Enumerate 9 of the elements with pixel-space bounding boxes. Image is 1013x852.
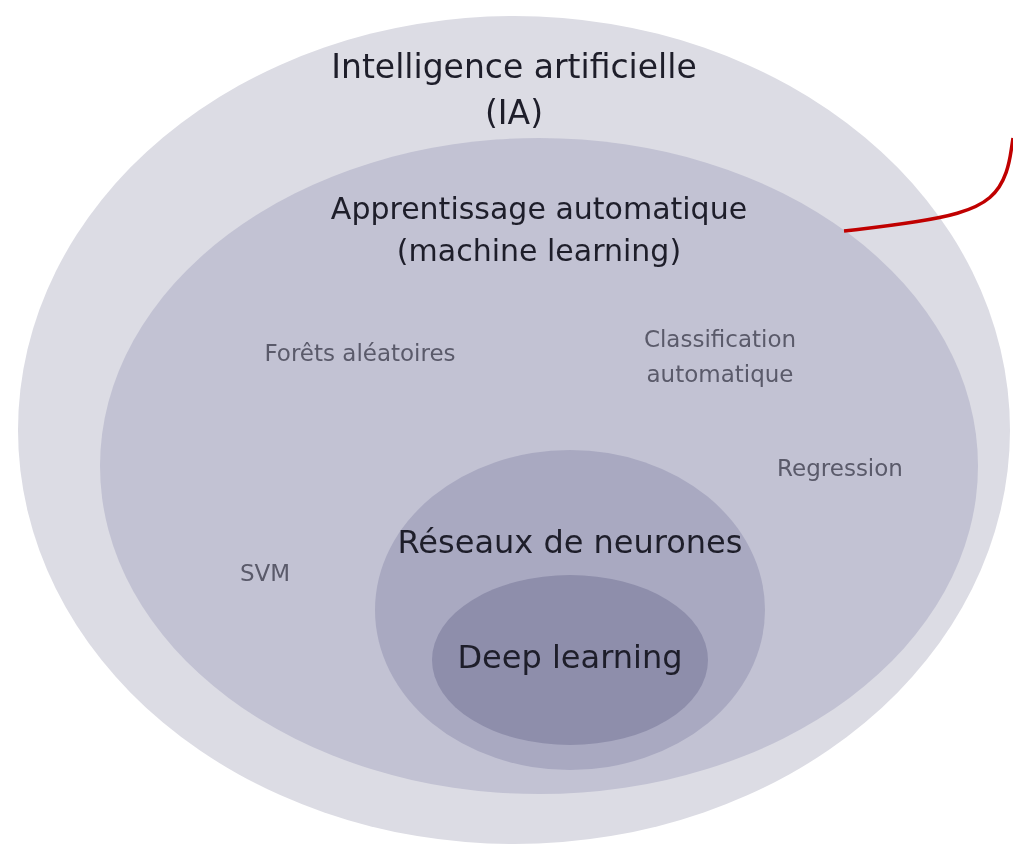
- region-title: Apprentissage automatique (machine learning): [329, 190, 749, 270]
- method-label: Classification automatique: [642, 325, 798, 389]
- region-title: Deep learning: [456, 637, 684, 678]
- region-title: Intelligence artificielle (IA): [330, 46, 698, 135]
- region-title: Réseaux de neurones: [396, 522, 744, 563]
- method-label: Regression: [776, 454, 904, 483]
- method-label: SVM: [238, 559, 292, 588]
- method-label: Forêts aléatoires: [263, 339, 457, 368]
- curved-line: [843, 137, 1013, 233]
